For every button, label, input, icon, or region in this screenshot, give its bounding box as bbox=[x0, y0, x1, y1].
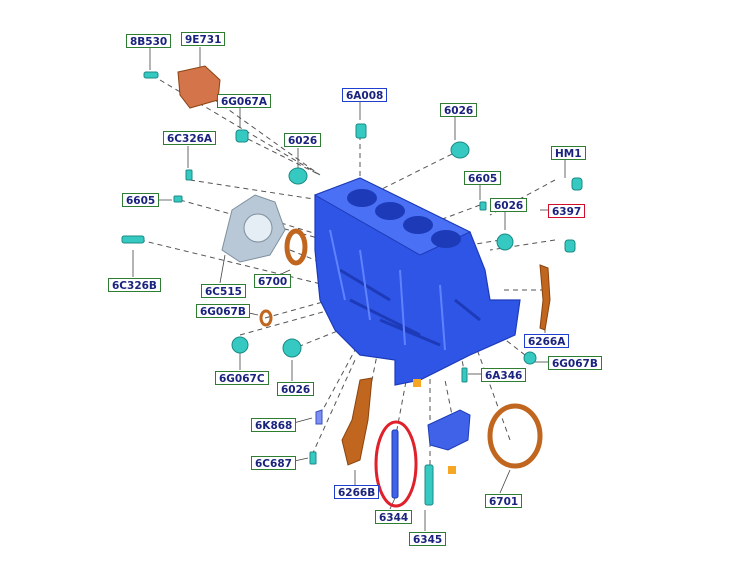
part-label-6c515[interactable]: 6C515 bbox=[201, 284, 246, 298]
teal-parts bbox=[121, 71, 583, 506]
part-label-6a008[interactable]: 6A008 bbox=[342, 88, 388, 102]
part-label-6g067a[interactable]: 6G067A bbox=[217, 94, 271, 108]
part-label-6c326a[interactable]: 6C326A bbox=[163, 131, 217, 145]
part-label-8b530[interactable]: 8B530 bbox=[126, 34, 172, 48]
part-label-6345[interactable]: 6345 bbox=[409, 532, 447, 546]
clip-6k868 bbox=[315, 409, 323, 425]
bedplate-half bbox=[427, 409, 471, 451]
part-label-6026-top[interactable]: 6026 bbox=[440, 103, 478, 117]
part-label-6g067b-right[interactable]: 6G067B bbox=[548, 356, 602, 370]
part-label-6a346[interactable]: 6A346 bbox=[481, 368, 527, 382]
part-label-9e731[interactable]: 9E731 bbox=[181, 32, 226, 46]
part-label-6266b[interactable]: 6266B bbox=[334, 485, 380, 499]
part-label-6344[interactable]: 6344 bbox=[375, 510, 413, 524]
orange-markers bbox=[413, 379, 456, 474]
part-label-6026-right[interactable]: 6026 bbox=[490, 198, 528, 212]
part-label-6026-left[interactable]: 6026 bbox=[284, 133, 322, 147]
part-label-hm1[interactable]: HM1 bbox=[551, 146, 586, 160]
stud-6344 bbox=[391, 429, 399, 499]
part-label-6k868[interactable]: 6K868 bbox=[251, 418, 297, 432]
part-label-6605-right[interactable]: 6605 bbox=[464, 171, 502, 185]
seal-plate bbox=[221, 194, 286, 263]
engine-block bbox=[313, 177, 521, 386]
part-label-6266a[interactable]: 6266A bbox=[524, 334, 570, 348]
part-label-6701[interactable]: 6701 bbox=[485, 494, 523, 508]
part-label-6700[interactable]: 6700 bbox=[254, 274, 292, 288]
part-label-6c326b[interactable]: 6C326B bbox=[108, 278, 161, 292]
copper-parts bbox=[177, 65, 551, 469]
part-label-6g067b-left[interactable]: 6G067B bbox=[196, 304, 250, 318]
part-label-6g067c[interactable]: 6G067C bbox=[215, 371, 269, 385]
part-label-6397[interactable]: 6397 bbox=[548, 204, 586, 218]
part-label-6605-left[interactable]: 6605 bbox=[122, 193, 160, 207]
part-label-6026-bottom[interactable]: 6026 bbox=[277, 382, 315, 396]
part-label-6c687[interactable]: 6C687 bbox=[251, 456, 296, 470]
highlight-circle bbox=[374, 420, 418, 508]
